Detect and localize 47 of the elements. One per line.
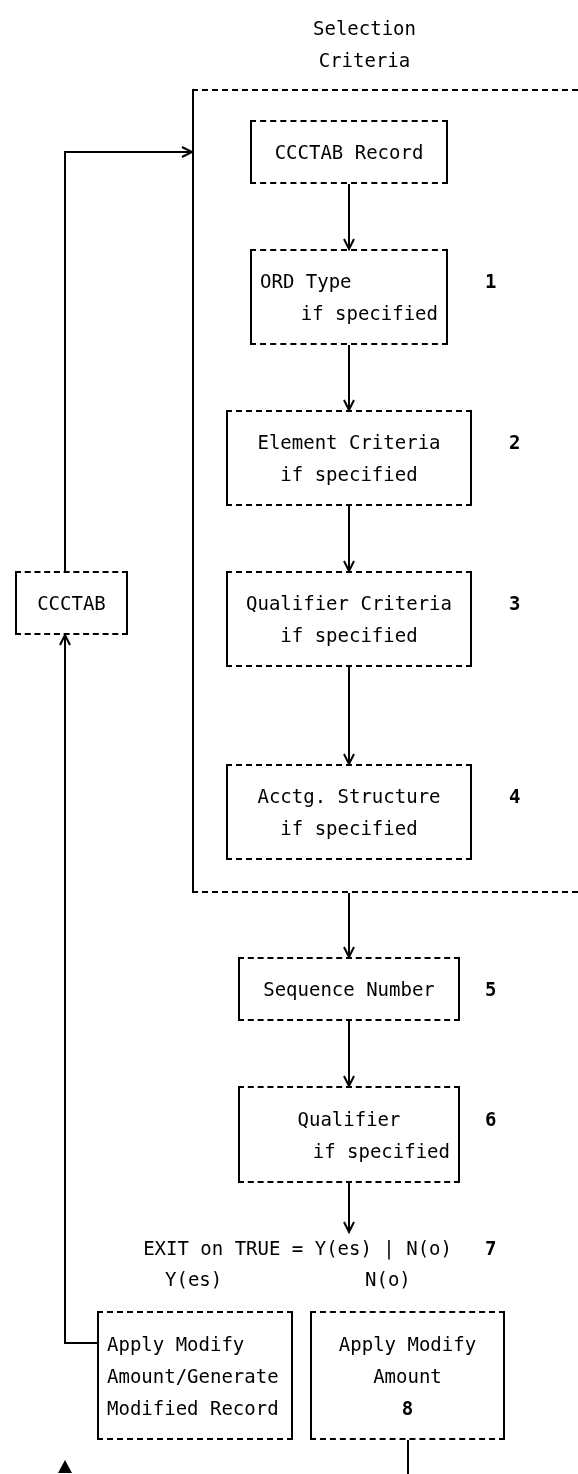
box-label: ORD Type [259, 269, 353, 294]
step-number: 5 [485, 977, 497, 1002]
process-box [226, 571, 472, 667]
box-label: Sequence Number [262, 977, 436, 1002]
arrow [343, 505, 355, 572]
process-box [250, 120, 448, 184]
step-number: 1 [485, 269, 497, 294]
group-heading: Selection Criteria [312, 16, 417, 73]
box-label: Element Criteria [256, 430, 442, 455]
step-number: 7 [485, 1236, 497, 1261]
arrow [343, 1182, 355, 1233]
arrow [343, 1020, 355, 1087]
step-number: 6 [485, 1106, 497, 1132]
box-label: Apply Modify Amount/Generate Modified Record [106, 1331, 280, 1421]
connector-line [407, 1439, 409, 1474]
branch-label: N(o) [365, 1267, 411, 1292]
arrow [343, 183, 355, 250]
process-box [226, 410, 472, 506]
arrow [343, 892, 355, 958]
step-number: 8 [400, 1395, 415, 1421]
box-label: Qualifier [296, 1106, 402, 1132]
process-box [250, 249, 448, 345]
arrow [59, 634, 98, 1344]
arrow [343, 666, 355, 765]
step-number: 4 [509, 784, 521, 809]
box-label: CCCTAB Record [273, 140, 425, 165]
box-label: Qualifier Criteria [245, 591, 453, 616]
process-box [310, 1311, 505, 1440]
box-label: if specified [279, 816, 419, 841]
box-label: CCCTAB [36, 591, 107, 616]
box-label: Apply Modify Amount [337, 1331, 478, 1389]
arrow [343, 344, 355, 411]
decision-label: EXIT on TRUE = Y(es) | N(o) [142, 1236, 453, 1262]
step-number: 3 [509, 591, 521, 616]
process-box [15, 571, 128, 635]
process-box [238, 957, 460, 1021]
box-label: if specified [299, 301, 439, 326]
process-box [238, 1086, 460, 1183]
box-label: Acctg. Structure [256, 784, 442, 809]
box-label: if specified [279, 623, 419, 648]
process-box [226, 764, 472, 860]
arrow [64, 146, 193, 572]
process-box [97, 1311, 293, 1440]
step-number: 2 [509, 430, 521, 455]
box-label: if specified [311, 1138, 451, 1164]
branch-label: Y(es) [165, 1267, 223, 1292]
box-label: if specified [279, 462, 419, 487]
